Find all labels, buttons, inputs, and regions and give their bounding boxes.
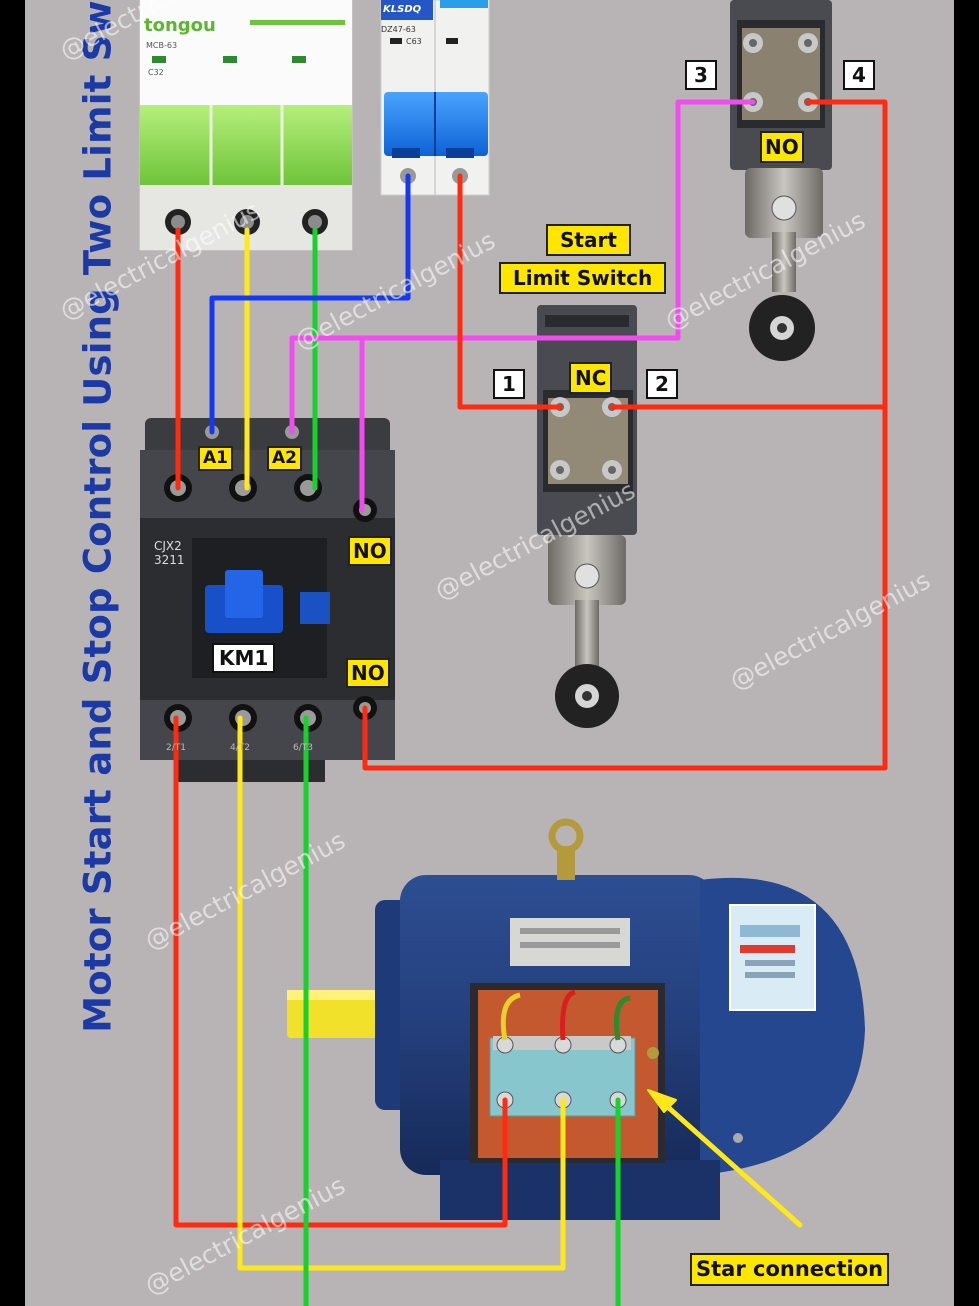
breaker-2p-brand: KLSDQ (383, 4, 422, 15)
breaker-3p-brand: tongou (144, 15, 216, 36)
terminal-t2-label: 4/T2 (230, 743, 250, 753)
wire-neutral-a1 (209, 173, 411, 435)
terminal-t1-label: 2/T1 (166, 743, 186, 753)
wire-t2-motor (237, 715, 566, 1271)
stop-limit-switch (730, 0, 832, 361)
contactor-name: KM1 (212, 643, 276, 673)
stop-switch-terminal-3: 3 (685, 60, 717, 90)
start-switch-label-2: Limit Switch (499, 262, 667, 294)
start-switch-terminal-1: 1 (493, 369, 525, 399)
coil-a2-label: A2 (267, 446, 302, 471)
start-switch-terminal-2: 2 (646, 369, 678, 399)
star-connection-arrowhead (647, 1089, 677, 1113)
breaker-2p-model: DZ47-63 (381, 25, 416, 34)
three-pole-breaker (139, 0, 353, 251)
contactor-number: 3211 (154, 553, 185, 567)
induction-motor (287, 818, 865, 1220)
aux-no-top-label: NO (348, 536, 392, 566)
star-connection-arrow (657, 1097, 803, 1228)
wires (173, 99, 888, 1306)
wire-t1-motor (173, 715, 508, 1228)
breaker-2p-rating: C63 (406, 37, 422, 46)
title-text: Motor Start and Stop Control Using Two L… (76, 0, 120, 1033)
start-switch-label-1: Start (546, 224, 631, 256)
stop-switch-no-label: NO (760, 131, 804, 163)
breaker-3p-model: MCB-63 (146, 41, 178, 50)
start-switch-nc-label: NC (569, 362, 613, 394)
star-connection-label: Star connection (690, 1253, 890, 1286)
wire-a2-to-stop-3 (289, 99, 756, 435)
stop-switch-terminal-4: 4 (843, 60, 875, 90)
coil-a1-label: A1 (198, 446, 233, 471)
contactor-model: CJX2 (154, 539, 182, 553)
breaker-3p-rating: C32 (148, 68, 164, 77)
aux-no-bottom-label: NO (346, 658, 390, 688)
wire-stop-4-to-aux (362, 99, 888, 771)
two-pole-breaker (380, 0, 490, 196)
terminal-t3-label: 6/T3 (293, 743, 313, 753)
wire-phase-to-start-1 (457, 173, 563, 410)
